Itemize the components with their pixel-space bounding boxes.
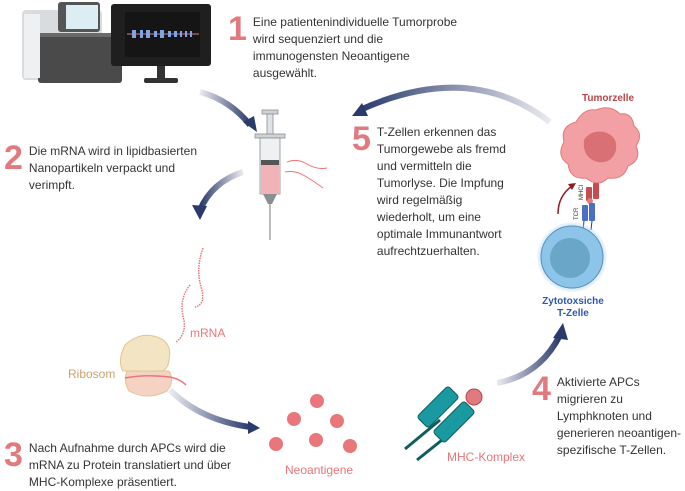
arrow-mhc-to-tcell [496,333,563,386]
mhc-complex-icon [404,386,483,462]
label-ribosom: Ribosom [68,367,116,381]
arrowhead [568,183,576,190]
arrow-syringe-to-2 [197,169,244,212]
arrowhead [553,323,568,340]
step-2: 2 Die mRNA wird in lipidbasierten Nanopa… [4,139,204,194]
step-number: 3 [4,436,23,474]
step-description: Eine patientenindividuelle Tumorprobe wi… [252,15,458,80]
arrowhead [248,421,260,434]
arrow-tumor-to-syringe [358,84,552,125]
step-number: 2 [4,139,23,177]
step-number: 4 [532,370,551,408]
recognition-arrow [557,185,573,215]
mrna-strand-icon [284,159,328,189]
step-description: Aktivierte APCs migrieren zu Lymphknoten… [556,375,682,457]
label-neoantigene: Neoantigene [285,463,354,477]
label-mhci: MHCI [579,184,585,200]
step-number: 5 [352,120,371,158]
step-3: 3 Nach Aufnahme durch APCs wird die mRNA… [4,436,244,491]
label-mhc-komplex: MHC-Komplex [447,450,526,464]
step-1: 1 Eine patientenindividuelle Tumorprobe … [228,10,468,82]
step-description: Die mRNA wird in lipidbasierten Nanopart… [28,144,197,192]
label-tumorzelle: Tumorzelle [582,93,635,104]
arrow-ribosom-to-neoantigene [167,387,251,430]
step-description: Nach Aufnahme durch APCs wird die mRNA z… [28,441,232,489]
tcr-mhci-receptor-icon [582,183,599,231]
label-t-zelle-line2: T-Zelle [557,308,589,319]
label-t-zelle-line1: Zytotoxsiche [542,296,604,307]
monitor-icon [111,4,211,83]
label-t-zelle: Zytotoxsiche T-Zelle [540,296,606,320]
arrowhead [243,116,257,132]
ribosom-icon [119,334,187,397]
label-mrna: mRNA [190,326,226,340]
label-tcr: TCR [574,207,580,220]
arrowhead [192,205,207,220]
mrna-icon [175,247,204,343]
tumor-cell-icon [560,107,640,184]
step-5: 5 T-Zellen erkennen das Tumorgewebe als … [352,120,522,260]
step-number: 1 [228,10,247,48]
arrowhead [352,103,368,116]
arrow-1-to-syringe [199,89,253,127]
syringe-icon [254,109,286,240]
step-description: T-Zellen erkennen das Tumorgewebe als fr… [376,125,506,258]
t-cell-icon [537,222,607,292]
step-4: 4 Aktivierte APCs migrieren zu Lymphknot… [532,370,682,459]
neoantigen-cluster-icon [269,394,357,453]
sequencer-icon [22,2,122,83]
